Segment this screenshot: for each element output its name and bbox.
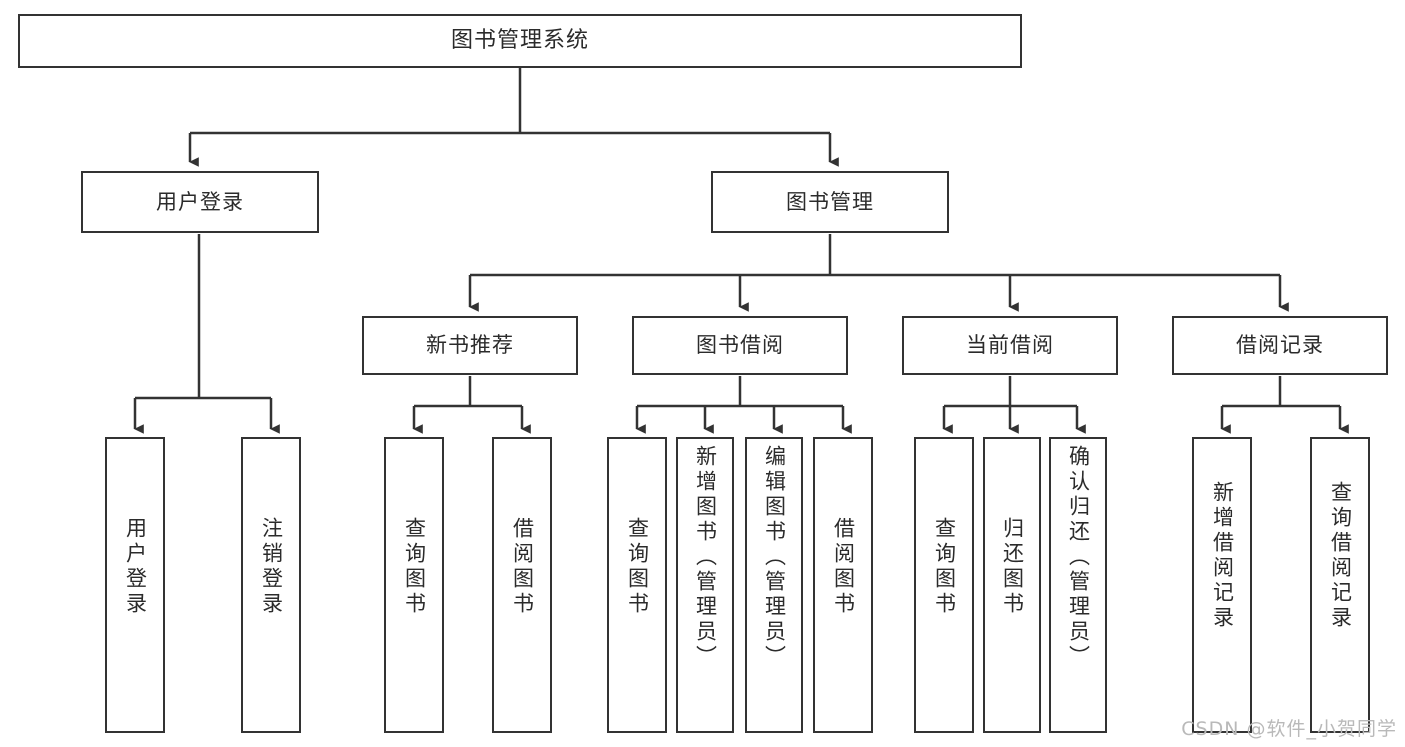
leaf-query-book-rec-label: 查询图书 <box>402 517 427 617</box>
node-root[interactable]: 图书管理系统 <box>18 14 1022 68</box>
leaf-query-borrow-record[interactable]: 查询借阅记录 <box>1310 437 1370 733</box>
node-current-borrow[interactable]: 当前借阅 <box>902 316 1118 375</box>
leaf-confirm-return-admin[interactable]: 确认归还（管理员） <box>1049 437 1107 733</box>
node-borrow-record-label: 借阅记录 <box>1236 333 1324 358</box>
leaf-query-book-current-label: 查询图书 <box>932 517 957 617</box>
leaf-borrow-book-rec-label: 借阅图书 <box>510 517 535 617</box>
leaf-borrow-book-label: 借阅图书 <box>831 517 856 617</box>
leaf-query-book-borrow-label: 查询图书 <box>625 517 650 617</box>
leaf-add-borrow-record-label: 新增借阅记录 <box>1210 481 1235 631</box>
node-book-manage[interactable]: 图书管理 <box>711 171 949 233</box>
leaf-confirm-return-admin-label: 确认归还（管理员） <box>1066 445 1091 670</box>
node-user-login[interactable]: 用户登录 <box>81 171 319 233</box>
node-borrow-record[interactable]: 借阅记录 <box>1172 316 1388 375</box>
leaf-user-login-label: 用户登录 <box>123 517 148 617</box>
node-book-manage-label: 图书管理 <box>786 189 874 214</box>
leaf-query-borrow-record-label: 查询借阅记录 <box>1328 481 1353 631</box>
node-book-borrow[interactable]: 图书借阅 <box>632 316 848 375</box>
leaf-user-logout-label: 注销登录 <box>259 517 284 617</box>
leaf-add-book-admin[interactable]: 新增图书（管理员） <box>676 437 734 733</box>
node-root-label: 图书管理系统 <box>450 28 589 54</box>
leaf-return-book-label: 归还图书 <box>1000 517 1025 617</box>
leaf-add-book-admin-label: 新增图书（管理员） <box>693 445 718 670</box>
leaf-query-book-rec[interactable]: 查询图书 <box>384 437 444 733</box>
node-new-book-recommend[interactable]: 新书推荐 <box>362 316 578 375</box>
leaf-query-book-borrow[interactable]: 查询图书 <box>607 437 667 733</box>
node-new-book-recommend-label: 新书推荐 <box>426 333 514 358</box>
leaf-return-book[interactable]: 归还图书 <box>983 437 1041 733</box>
leaf-borrow-book[interactable]: 借阅图书 <box>813 437 873 733</box>
node-current-borrow-label: 当前借阅 <box>966 333 1054 358</box>
leaf-user-login[interactable]: 用户登录 <box>105 437 165 733</box>
leaf-user-logout[interactable]: 注销登录 <box>241 437 301 733</box>
watermark-text: CSDN @软件_小贺同学 <box>1181 718 1397 740</box>
leaf-edit-book-admin-label: 编辑图书（管理员） <box>762 445 787 670</box>
leaf-edit-book-admin[interactable]: 编辑图书（管理员） <box>745 437 803 733</box>
leaf-borrow-book-rec[interactable]: 借阅图书 <box>492 437 552 733</box>
leaf-query-book-current[interactable]: 查询图书 <box>914 437 974 733</box>
leaf-add-borrow-record[interactable]: 新增借阅记录 <box>1192 437 1252 733</box>
node-user-login-label: 用户登录 <box>156 189 244 214</box>
node-book-borrow-label: 图书借阅 <box>696 333 784 358</box>
